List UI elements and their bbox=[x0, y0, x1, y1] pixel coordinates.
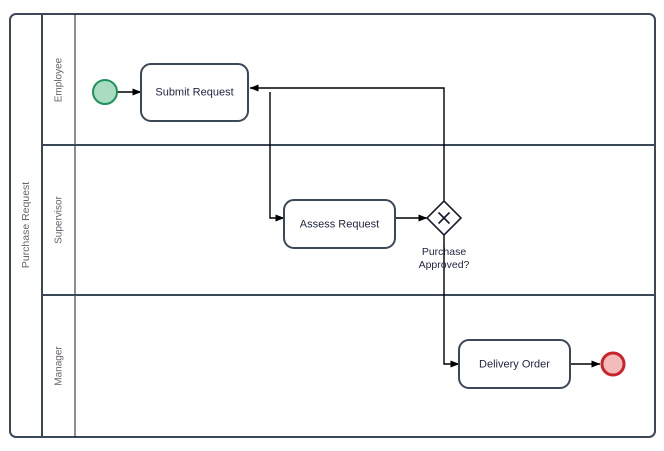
lane-label-employee: Employee bbox=[54, 57, 65, 102]
gateway-label-line2: Approved? bbox=[419, 259, 470, 271]
lane-label-supervisor: Supervisor bbox=[54, 195, 65, 243]
task-assess-request[interactable] bbox=[283, 199, 396, 249]
task-submit-request[interactable] bbox=[140, 63, 249, 122]
lane-label-manager: Manager bbox=[54, 346, 65, 386]
pool-label: Purchase Request bbox=[20, 182, 32, 268]
task-delivery-order-label: Delivery Order bbox=[479, 358, 550, 370]
flow-gateway-to-delivery bbox=[443, 235, 460, 368]
flow-gateway-to-submit bbox=[249, 84, 445, 201]
end-event[interactable] bbox=[600, 351, 626, 377]
gateway-label-line1: Purchase bbox=[422, 246, 467, 258]
task-delivery-order[interactable] bbox=[458, 339, 571, 389]
start-event[interactable] bbox=[92, 79, 118, 105]
task-assess-request-label: Assess Request bbox=[300, 218, 379, 230]
flow-submit-to-assess bbox=[269, 92, 285, 222]
task-submit-request-label: Submit Request bbox=[155, 86, 233, 98]
gateway-exclusive-x-icon bbox=[437, 211, 451, 225]
